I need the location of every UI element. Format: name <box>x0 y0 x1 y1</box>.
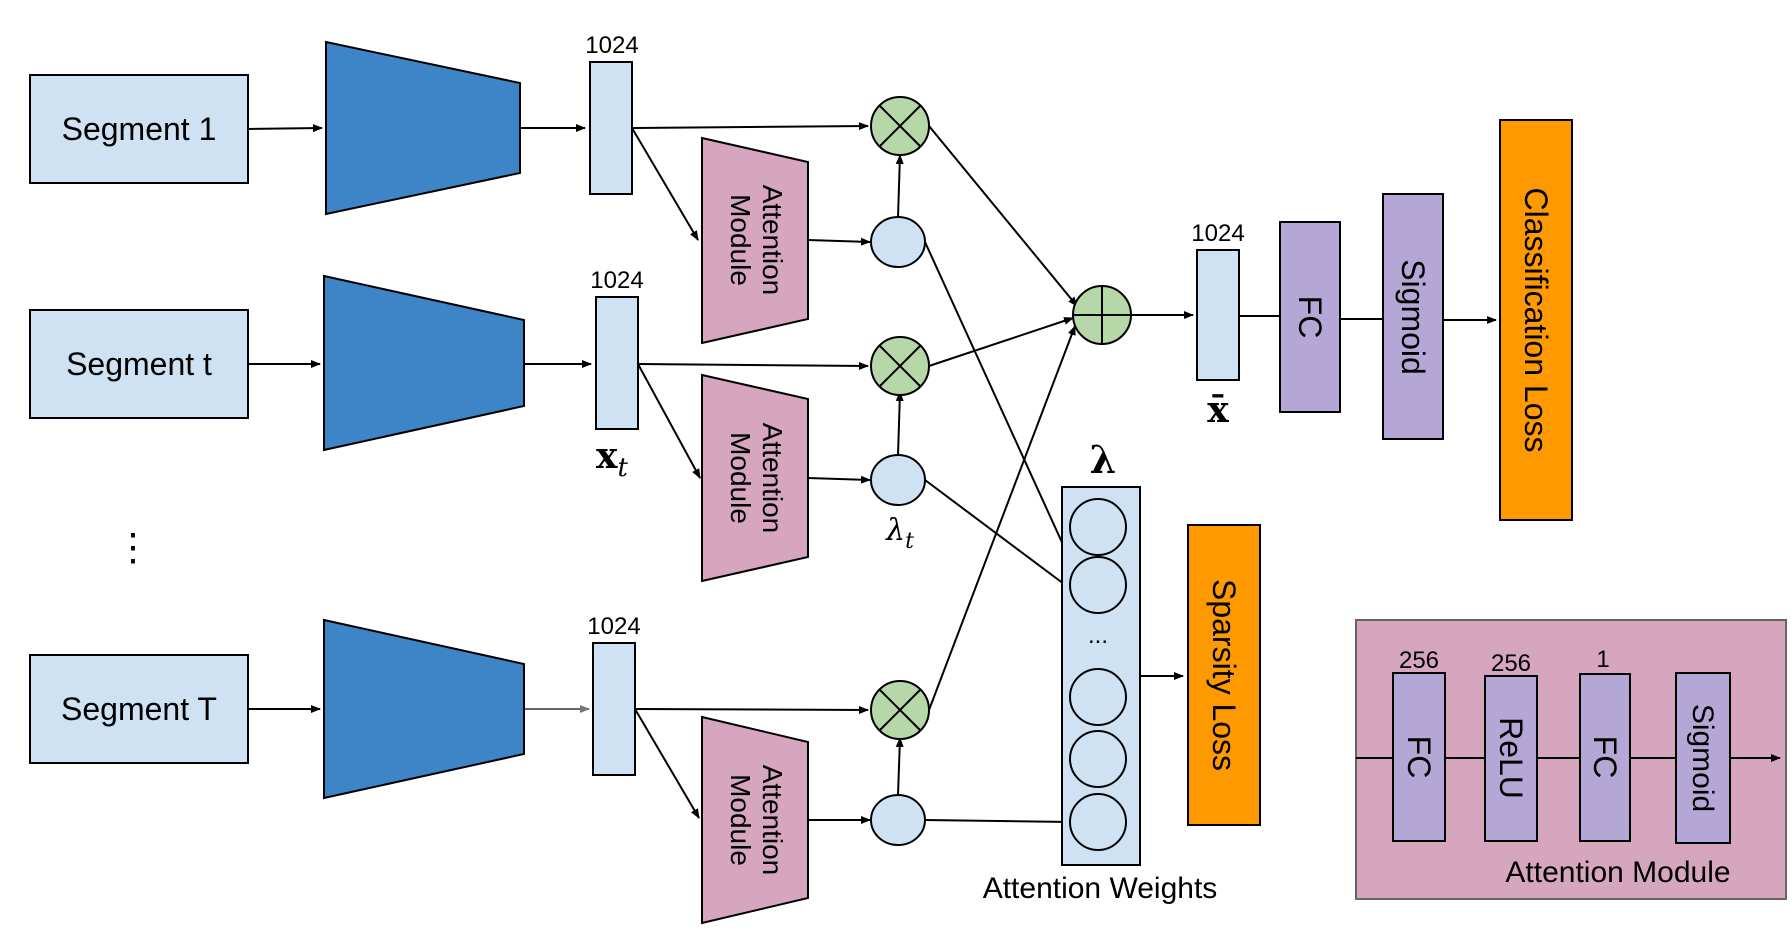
sparsity-loss-block: Sparsity Loss <box>1187 524 1261 826</box>
inset-dim-1: 256 <box>1399 647 1439 674</box>
inset-fc-2 <box>1579 673 1631 842</box>
sigmoid-label: Sigmoid <box>1395 259 1431 375</box>
arrow-lambdat-weights <box>924 479 1073 591</box>
weights-ellipsis: ... <box>1088 622 1108 649</box>
segment-t-node: Segment t <box>29 309 249 419</box>
attention-module-inset: 256 FC 256 ReLU 1 FC Sigmoid Attention M… <box>1355 619 1787 900</box>
inset-fc-1-label: FC <box>1401 736 1437 779</box>
arrow-feat1-mul <box>631 122 869 131</box>
feature-t: 1024 xt <box>590 267 643 483</box>
multiply-t-node <box>870 336 930 396</box>
arrow-lambdaT-weights <box>924 817 1073 826</box>
attention-module-t: AttentionModule <box>701 373 809 583</box>
inset-dim-3: 1 <box>1596 646 1609 673</box>
weight-circle <box>1069 668 1127 726</box>
inset-fc-2-label: FC <box>1587 736 1623 779</box>
arrow-mulT-sum <box>928 325 1076 711</box>
weight-circle <box>1069 793 1127 851</box>
attention-module-t-label: AttentionModule <box>725 423 788 534</box>
inset-relu <box>1484 675 1538 842</box>
inset-dim-2: 256 <box>1491 650 1531 677</box>
weight-circle <box>1069 498 1127 556</box>
attention-weights-stack: ... <box>1061 486 1141 866</box>
x-t-label: xt <box>596 435 628 483</box>
fc-label: FC <box>1292 296 1328 339</box>
weight-circle <box>1069 730 1127 788</box>
feature-xbar: 1024 x̄ <box>1191 220 1244 431</box>
segment-1-label: Segment 1 <box>62 111 217 147</box>
fc-block: FC <box>1279 221 1341 413</box>
arrow-attt-lambda <box>807 475 871 484</box>
arrow-mul1-sum <box>928 125 1078 307</box>
arrow-featT-mul <box>634 705 869 714</box>
arrow-featt-att <box>637 363 701 479</box>
arrow-featt-mul <box>637 361 869 370</box>
arrow-seg1-encoder <box>247 124 323 133</box>
segment-T-node: Segment T <box>29 654 249 764</box>
feature-t-dim: 1024 <box>590 267 643 294</box>
feature-1: 1024 <box>585 32 639 195</box>
attention-module-T-label: AttentionModule <box>725 765 788 876</box>
multiply-1-node <box>870 96 930 156</box>
attention-module-1: AttentionModule <box>701 136 809 345</box>
classification-loss-label: Classification Loss <box>1518 188 1554 453</box>
segment-1-node: Segment 1 <box>29 74 249 184</box>
lambda-vector-label: λ <box>1090 437 1117 482</box>
inset-title: Attention Module <box>1505 856 1730 889</box>
feature-T: 1024 <box>587 613 641 776</box>
lambda-1-node <box>870 216 926 268</box>
lambda-T-node <box>870 794 926 846</box>
multiply-T-node <box>870 680 930 740</box>
weight-circle <box>1069 556 1127 614</box>
sigmoid-block: Sigmoid <box>1382 193 1444 440</box>
encoder-T <box>323 618 525 800</box>
inset-relu-label: ReLU <box>1493 717 1529 799</box>
classification-loss-block: Classification Loss <box>1499 119 1573 521</box>
arrow-mult-sum <box>928 317 1074 367</box>
lambda-t-node <box>870 454 926 506</box>
feature-T-dim: 1024 <box>587 613 640 640</box>
arrow-att1-lambda <box>807 237 871 246</box>
encoder-t <box>323 274 525 452</box>
xbar-dim: 1024 <box>1191 220 1244 247</box>
xbar-label: x̄ <box>1207 389 1229 431</box>
inset-sigmoid-label: Sigmoid <box>1686 704 1719 812</box>
segment-T-label: Segment T <box>61 691 217 727</box>
sparsity-loss-label: Sparsity Loss <box>1206 579 1242 771</box>
inset-sigmoid <box>1675 672 1731 844</box>
arrow-feat1-att <box>631 127 699 241</box>
lambda-t-label: λt <box>885 513 914 554</box>
sum-node <box>1072 285 1132 345</box>
feature-1-dim: 1024 <box>585 32 638 59</box>
attention-module-1-label: AttentionModule <box>725 185 788 296</box>
segment-t-label: Segment t <box>66 346 212 382</box>
arrow-featT-att <box>634 708 700 819</box>
attention-weights-label: Attention Weights <box>983 872 1218 905</box>
arrow-lambdaT-mul <box>895 737 904 796</box>
encoder-1 <box>325 40 521 216</box>
arrow-lambdat-mul <box>895 391 904 456</box>
segment-ellipsis: ⋮ <box>114 527 152 569</box>
inset-fc-1 <box>1392 672 1446 842</box>
arrow-lambda1-mul <box>895 154 904 218</box>
attention-module-T: AttentionModule <box>701 715 809 925</box>
